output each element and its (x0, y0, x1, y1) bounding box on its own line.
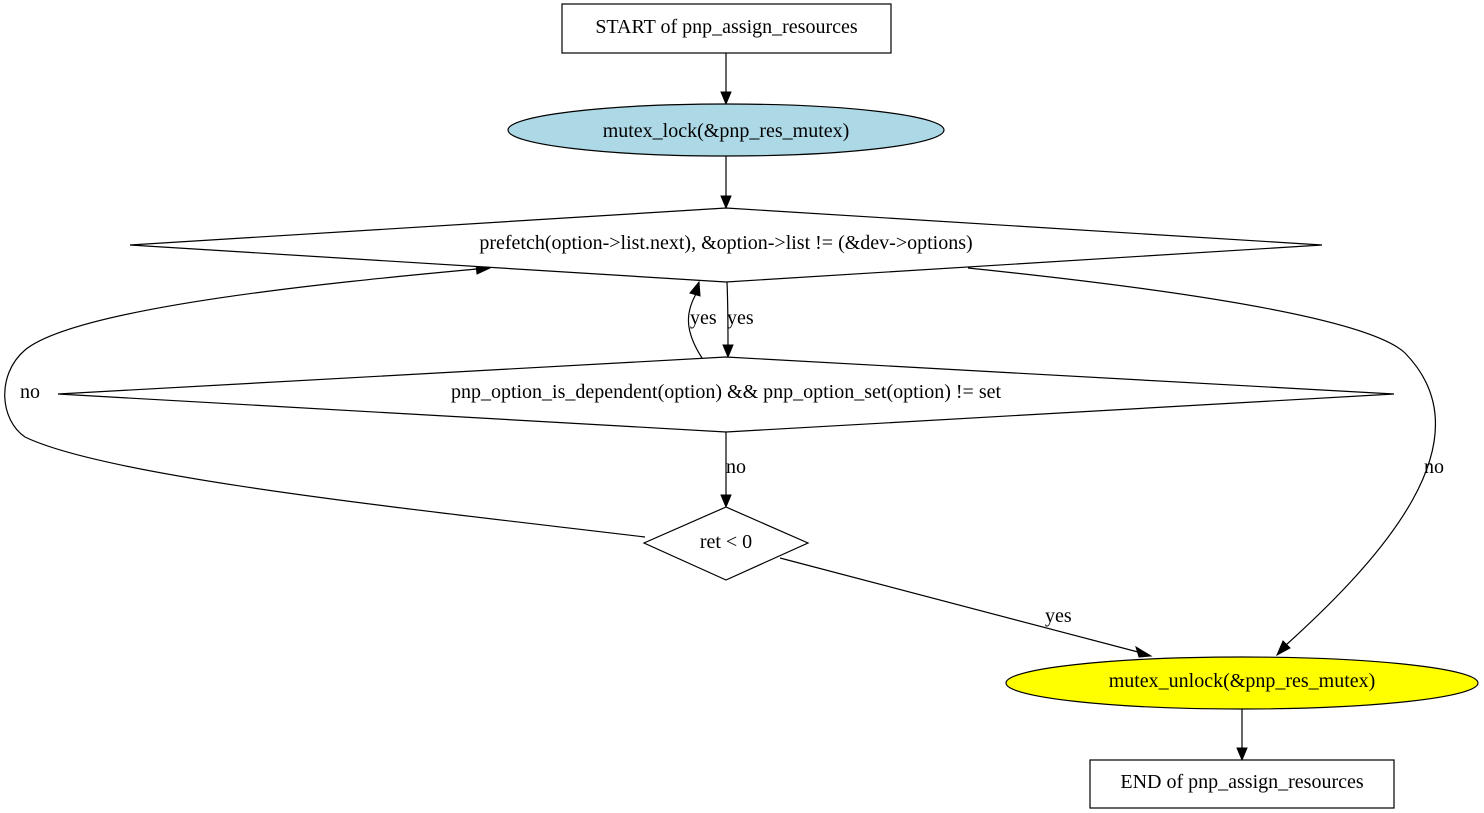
edge-label-loop-yes: yes (727, 307, 754, 329)
end-node: END of pnp_assign_resources (1089, 759, 1395, 809)
edge-label-ret-yes: yes (1045, 605, 1072, 627)
dependent-condition-node-label: pnp_option_is_dependent(option) && pnp_o… (451, 381, 1002, 403)
edge-label-ret-no: no (20, 381, 40, 403)
mutex-lock-node-label: mutex_lock(&pnp_res_mutex) (603, 120, 850, 142)
mutex-unlock-node-label: mutex_unlock(&pnp_res_mutex) (1109, 670, 1376, 692)
edge-dependent-yes-to-loop-condition: yes (687, 280, 717, 359)
edge-unlock-to-end (1236, 709, 1248, 762)
edge-label-loop-no: no (1424, 456, 1444, 478)
mutex-lock-node: mutex_lock(&pnp_res_mutex) (507, 103, 945, 157)
dependent-condition-node: pnp_option_is_dependent(option) && pnp_o… (57, 356, 1395, 433)
edge-start-to-lock (720, 53, 732, 106)
edge-lock-to-loop-condition (720, 156, 732, 210)
edge-ret-no-to-loop-condition: no (4, 263, 646, 538)
loop-condition-node-label: prefetch(option->list.next), &option->li… (479, 232, 972, 254)
edge-loop-yes-to-dependent-condition: yes (722, 281, 754, 359)
end-node-label: END of pnp_assign_resources (1120, 771, 1363, 793)
edge-dependent-no-to-ret-condition: no (720, 432, 746, 509)
edge-label-dependent-yes: yes (690, 307, 717, 329)
edge-loop-no-to-unlock: no (967, 267, 1444, 657)
start-node-label: START of pnp_assign_resources (595, 16, 858, 38)
start-node: START of pnp_assign_resources (561, 3, 892, 54)
mutex-unlock-node: mutex_unlock(&pnp_res_mutex) (1005, 656, 1479, 710)
edge-label-dependent-no: no (726, 456, 746, 478)
edge-ret-yes-to-unlock: yes (779, 557, 1153, 658)
ret-condition-node: ret < 0 (642, 506, 810, 581)
loop-condition-node: prefetch(option->list.next), &option->li… (129, 207, 1323, 283)
ret-condition-node-label: ret < 0 (700, 531, 752, 553)
